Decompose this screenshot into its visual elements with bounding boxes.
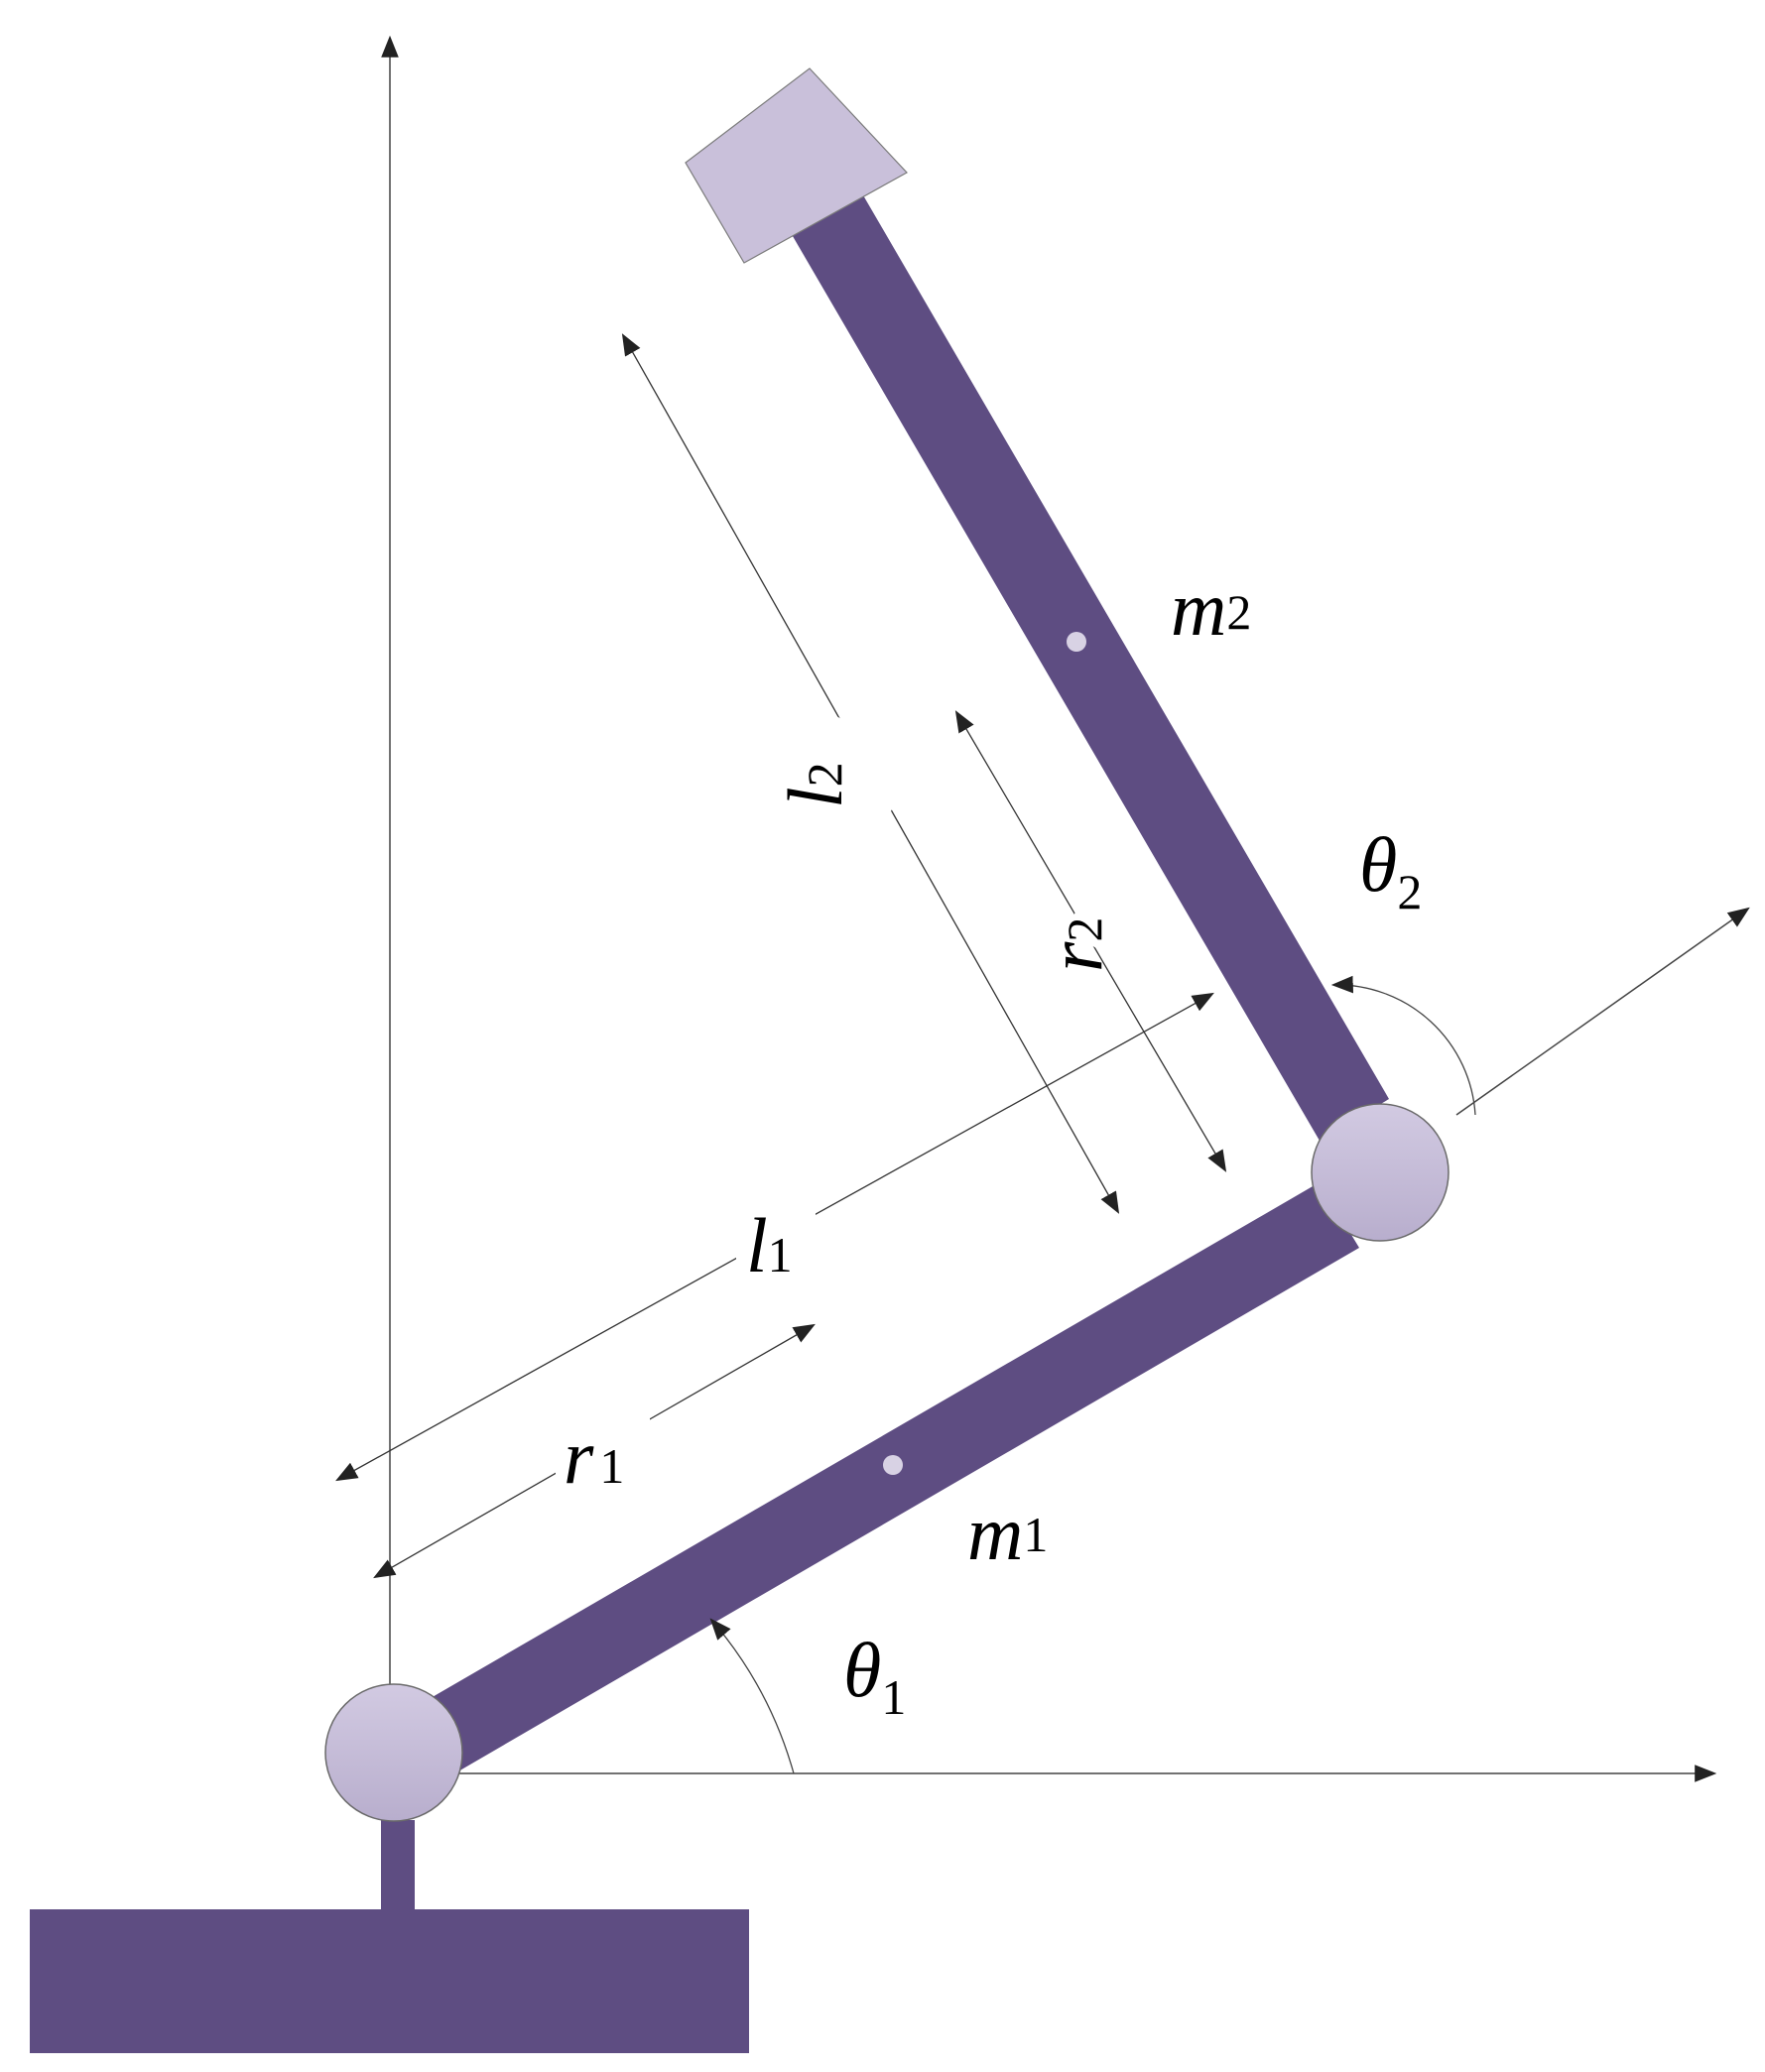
link2-center-of-mass: [1067, 632, 1086, 652]
base-post: [381, 1820, 415, 1914]
theta2-label: θ2: [1359, 821, 1422, 919]
m2-label: m2: [1171, 565, 1251, 652]
link-2: [790, 188, 1389, 1141]
l1-label: l1: [746, 1202, 793, 1288]
m1-label: m1: [967, 1490, 1048, 1576]
base-joint: [324, 1683, 463, 1822]
theta1-label: θ1: [843, 1627, 906, 1725]
link1-extension-axis: [1455, 907, 1750, 1116]
theta2-angle-arc: [1330, 975, 1476, 1116]
theta1-angle-arc: [709, 1618, 795, 1774]
l2-label: l2: [772, 762, 858, 808]
base-plate: [30, 1909, 749, 2053]
r2-label: r2: [1032, 917, 1118, 972]
elbow-joint: [1311, 1103, 1450, 1242]
end-effector-payload: [685, 67, 908, 264]
link1-center-of-mass: [883, 1455, 903, 1475]
